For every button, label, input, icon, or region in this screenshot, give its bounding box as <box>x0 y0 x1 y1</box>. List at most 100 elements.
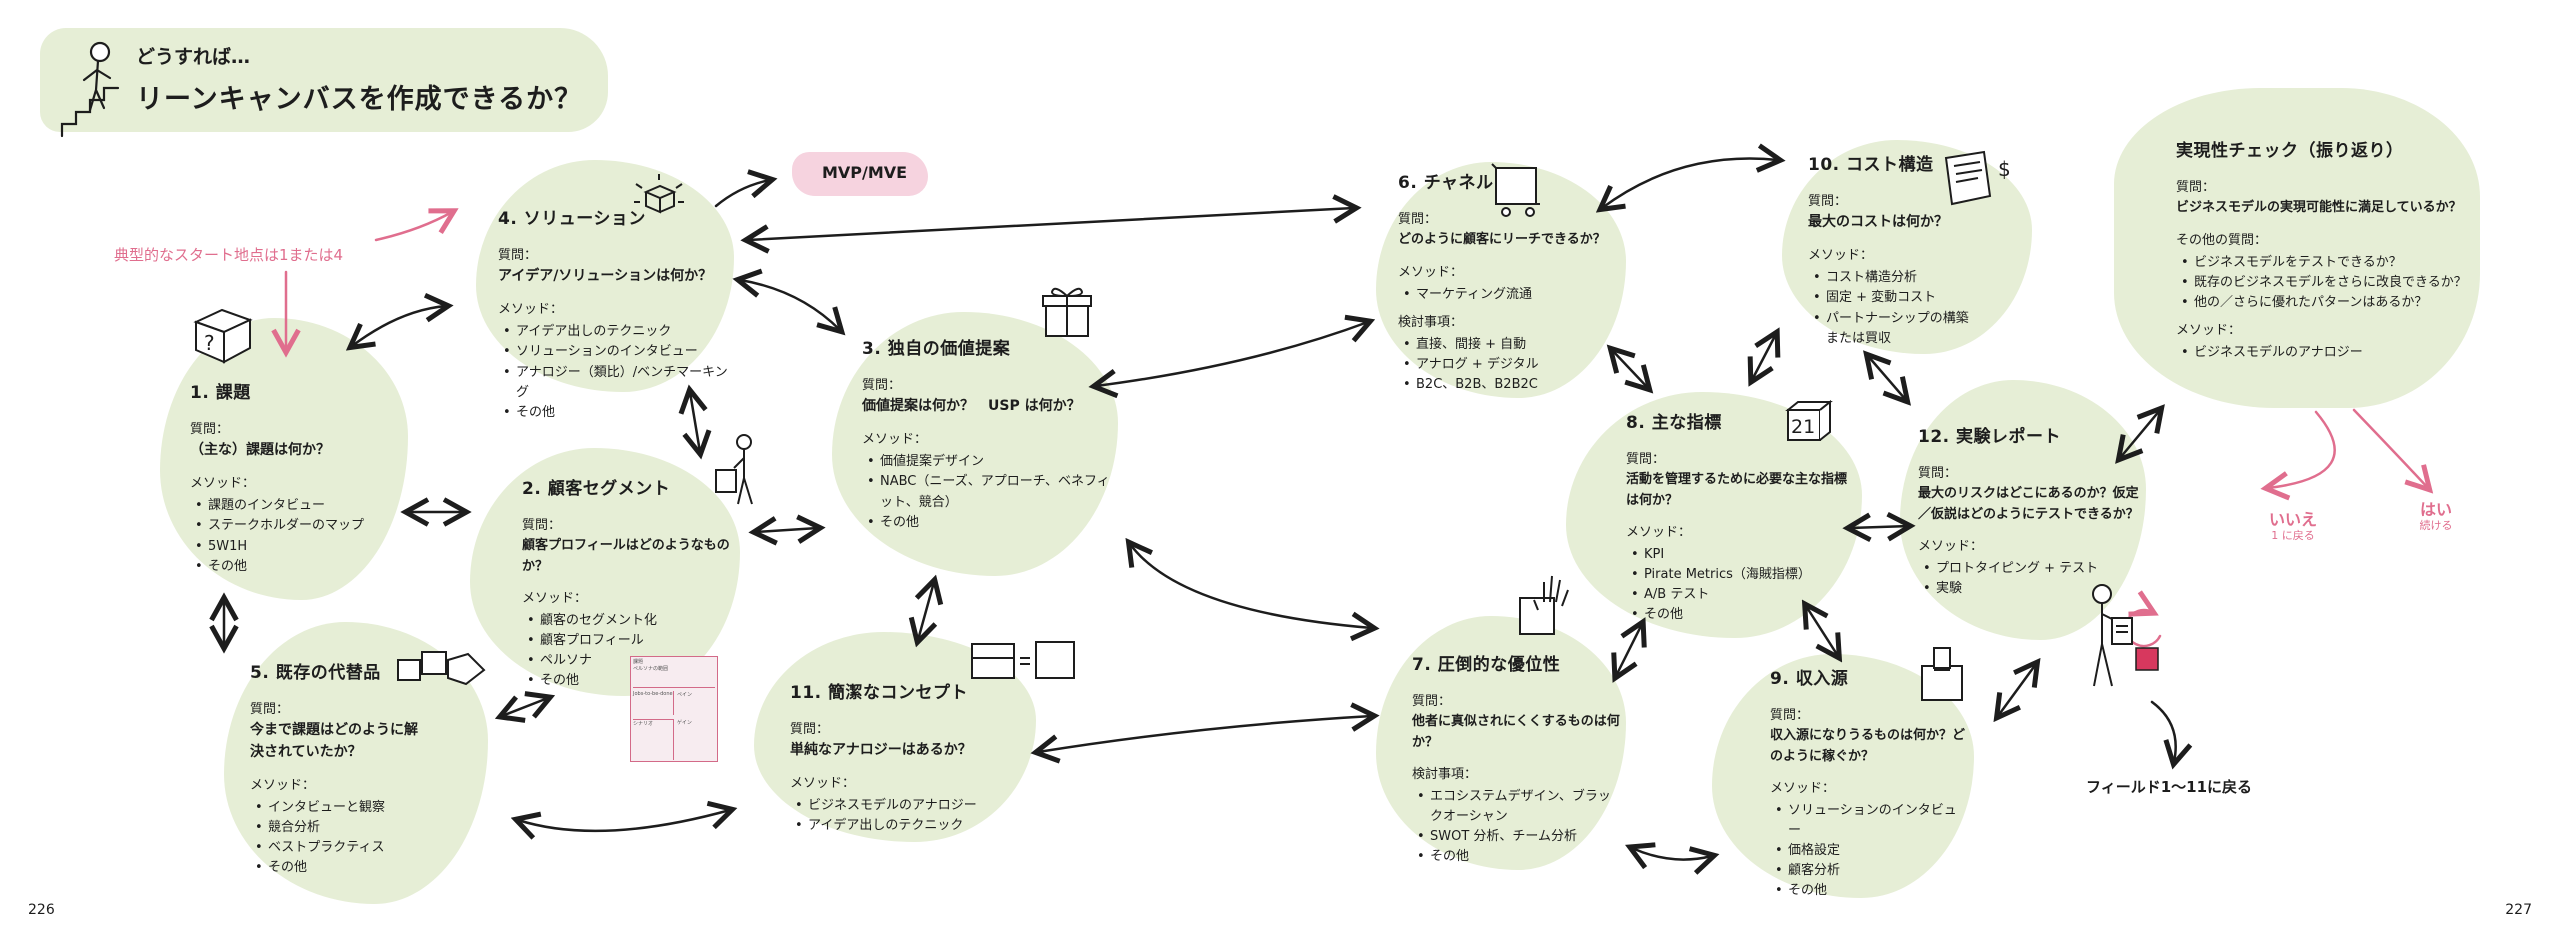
question-label: 質問： <box>2176 180 2216 196</box>
hand-box-icon <box>1519 575 1569 635</box>
question-label: 質問： <box>1918 466 1958 482</box>
question-label: 質問： <box>1398 212 1438 228</box>
question-box-icon: ? <box>193 308 253 364</box>
mini-canvas-cell4: シナリオ <box>633 719 674 760</box>
boxes-icon <box>397 651 486 686</box>
methods-label: メソッド： <box>1626 524 1692 540</box>
question-text: 価値提案は何か？ USP は何か？ <box>862 398 1081 415</box>
list-item: ソリューションのインタビュー <box>1775 801 1966 841</box>
mvp-blob <box>792 152 928 196</box>
node-reality: 実現性チェック（振り返り） 質問： ビジネスモデルの実現可能性に満足しているか？… <box>2176 138 2476 371</box>
list-item: その他 <box>503 403 728 423</box>
list-item: 価値提案デザイン <box>867 452 1112 472</box>
list-item: その他 <box>195 557 390 577</box>
question-text: ビジネスモデルの実現可能性に満足しているか？ <box>2176 200 2462 216</box>
list-item: 固定 + 変動コスト <box>1813 288 1998 308</box>
methods-label: メソッド： <box>498 302 564 318</box>
node-title: 11. 簡潔なコンセプト <box>790 683 969 703</box>
node-title: 7. 圧倒的な優位性 <box>1412 655 1561 675</box>
considerations-label: 検討事項： <box>1412 766 1478 782</box>
list-item: インタビューと観察 <box>255 798 470 818</box>
list-item: その他 <box>255 858 470 878</box>
methods-label: メソッド： <box>250 777 316 793</box>
list-item: 競合分析 <box>255 818 470 838</box>
list-item: ステークホルダーのマップ <box>195 516 390 536</box>
list-item: プロトタイピング + テスト <box>1923 559 2148 579</box>
idea-cube-icon <box>634 174 684 214</box>
list-item: その他 <box>1775 881 1966 901</box>
list-item: その他 <box>1417 847 1622 867</box>
list-item: その他 <box>867 513 1112 533</box>
metrics-badge: 21 <box>1791 416 1815 438</box>
numbers-cube-icon: 21 <box>1785 399 1833 441</box>
node-problem: 1. 課題 質問： （主な）課題は何か？ メソッド： 課題のインタビュー ステー… <box>190 380 390 585</box>
list-item: SWOT 分析、チーム分析 <box>1417 827 1622 847</box>
node-title: 5. 既存の代替品 <box>250 663 381 683</box>
yes-label: はい 続ける <box>2406 500 2466 532</box>
concept-boxes-icon <box>971 641 1075 679</box>
list-item: コスト構造分析 <box>1813 268 1998 288</box>
list-item: その他 <box>527 671 752 691</box>
methods-label: メソッド： <box>862 432 928 448</box>
svg-text:?: ? <box>204 331 215 355</box>
node-concept: 11. 簡潔なコンセプト 質問： 単純なアナロジーはあるか？ メソッド： ビジネ… <box>790 680 1030 845</box>
methods-label: メソッド： <box>1398 264 1464 280</box>
methods-label: メソッド： <box>790 776 856 792</box>
list-item: ソリューションのインタビュー <box>503 342 728 362</box>
methods-label: メソッド： <box>2176 323 2242 339</box>
question-text: 収入源になりうるものは何か？どのように稼ぐか？ <box>1770 728 1966 764</box>
node-uvp: 3. 独自の価値提案 質問： 価値提案は何か？ USP は何か？ メソッド： 価… <box>862 336 1112 541</box>
node-title: 2. 顧客セグメント <box>522 479 671 499</box>
node-title: 9. 収入源 <box>1770 669 1849 689</box>
no-sub: 1 に戻る <box>2271 529 2315 543</box>
node-channels: 6. チャネル 質問： どのように顧客にリーチできるか？ メソッド： マーケティ… <box>1398 170 1614 403</box>
node-cost: 10. コスト構造 質問： 最大のコストは何か？ メソッド： コスト構造分析 固… <box>1808 152 1998 357</box>
methods-label: メソッド： <box>1770 780 1836 796</box>
header-line1: どうすれば… <box>136 46 251 68</box>
header-blob <box>40 28 608 132</box>
list-item: 価格設定 <box>1775 841 1966 861</box>
considerations-label: 検討事項： <box>1398 314 1464 330</box>
mini-canvas-cell3: ペイン <box>677 692 693 698</box>
question-label: 質問： <box>1412 694 1452 710</box>
question-text: アイデア/ソリューションは何か？ <box>498 268 713 285</box>
list-item: アイデア出しのテクニック <box>795 816 1030 836</box>
list-item: アイデア出しのテクニック <box>503 322 728 342</box>
question-label: 質問： <box>250 702 290 718</box>
question-label: 質問： <box>1770 708 1810 724</box>
question-label: 質問： <box>790 722 830 738</box>
question-text: 活動を管理するために必要な主な指標は何か？ <box>1626 472 1848 508</box>
list-item: アナログ + デジタル <box>1403 355 1614 375</box>
list-item: マーケティング流通 <box>1403 285 1614 305</box>
question-text: 他者に真似されにくくするものは何か？ <box>1412 714 1620 750</box>
yes-text: はい <box>2419 500 2452 519</box>
methods-label: メソッド： <box>1918 538 1984 554</box>
question-label: 質問： <box>1808 194 1848 210</box>
list-item: 課題のインタビュー <box>195 496 390 516</box>
stairs-person-icon <box>60 41 120 138</box>
node-title: 8. 主な指標 <box>1626 413 1722 433</box>
receipt-icon: $ <box>1944 150 2011 206</box>
mini-canvas-cell5: ゲイン <box>677 720 692 726</box>
methods-label: メソッド： <box>190 476 256 492</box>
node-alternatives: 5. 既存の代替品 質問： 今まで課題はどのように解決されていたか？ メソッド：… <box>250 660 470 887</box>
question-text: 今まで課題はどのように解決されていたか？ <box>250 722 418 761</box>
list-item: その他 <box>1631 605 1854 625</box>
ballot-box-icon <box>1921 647 1963 701</box>
list-item: 他の／さらに優れたパターンはあるか？ <box>2181 293 2476 313</box>
question-text: 顧客プロフィールはどのようなものか？ <box>522 538 730 574</box>
question-label: 質問： <box>190 422 230 438</box>
node-title: 3. 独自の価値提案 <box>862 339 1011 359</box>
no-text: いいえ <box>2268 510 2317 529</box>
node-revenue: 9. 収入源 質問： 収入源になりうるものは何か？どのように稼ぐか？ メソッド：… <box>1770 666 1966 910</box>
header-line2: リーンキャンバスを作成できるか？ <box>136 84 583 115</box>
node-title: 実現性チェック（振り返り） <box>2176 141 2404 161</box>
list-item: 5W1H <box>195 537 390 557</box>
question-text: 最大のコストは何か？ <box>1808 214 1948 231</box>
node-advantage: 7. 圧倒的な優位性 質問： 他者に真似されにくくするものは何か？ 検討事項： … <box>1412 652 1622 875</box>
mini-canvas-cell2: Jobs-to-be-done <box>633 691 674 715</box>
list-item: 顧客のセグメント化 <box>527 611 752 631</box>
page-number-left: 226 <box>28 902 55 918</box>
other-questions-label: その他の質問： <box>2176 232 2268 248</box>
mvp-label: MVP/MVE <box>822 163 908 182</box>
